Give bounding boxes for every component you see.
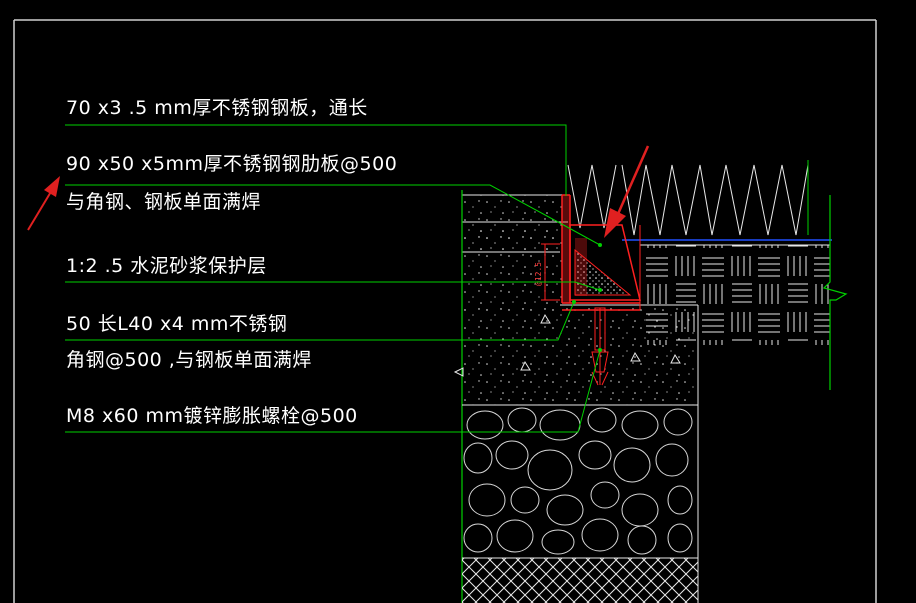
leader-plate bbox=[65, 124, 567, 196]
gravel-layer bbox=[463, 407, 693, 555]
mortar-block bbox=[461, 190, 568, 603]
break-line bbox=[822, 195, 848, 390]
note-mortar: 1:2 .5 水泥砂浆保护层 bbox=[66, 255, 267, 277]
note-rib-line1: 90 x50 x5mm厚不锈钢钢肋板@500 bbox=[66, 153, 397, 175]
note-plate: 70 x3 .5 mm厚不锈钢钢板，通长 bbox=[66, 97, 368, 119]
leader-lines bbox=[65, 124, 601, 433]
note-bolt: M8 x60 mm镀锌膨胀螺栓@500 bbox=[66, 405, 358, 427]
leader-bolt bbox=[65, 349, 601, 433]
pointer-arrow-right bbox=[604, 145, 650, 238]
note-angle-line2: 角钢@500 ,与钢板单面满焊 bbox=[66, 349, 312, 371]
leader-rib bbox=[65, 184, 601, 246]
note-rib-line2: 与角钢、钢板单面满焊 bbox=[66, 191, 261, 213]
pointer-arrow-left bbox=[27, 176, 60, 231]
leader-markers bbox=[572, 243, 602, 352]
dimension-label: @12.5 bbox=[534, 262, 543, 286]
leader-angle bbox=[65, 301, 575, 341]
planting-layer bbox=[567, 164, 809, 236]
note-angle-line1: 50 长L40 x4 mm不锈钢 bbox=[66, 313, 287, 335]
concrete-slab bbox=[453, 304, 699, 558]
viewport-frame bbox=[13, 19, 877, 603]
compacted-soil bbox=[462, 558, 699, 603]
leader-mortar bbox=[65, 281, 601, 291]
